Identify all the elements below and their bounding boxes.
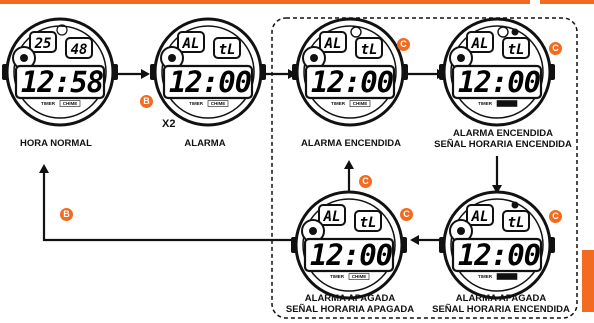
- top-left-display: [466, 204, 494, 226]
- chime-label-box: [496, 273, 518, 280]
- top-right-digits: tL: [508, 42, 525, 58]
- timer-label: TIMER: [330, 274, 345, 279]
- flow-arrows: [39, 69, 502, 245]
- button-c-badge: C: [549, 210, 562, 223]
- chime-label: CHIME: [353, 101, 368, 106]
- main-time-digits: 12:00: [311, 65, 394, 99]
- top-right-display: [65, 37, 93, 59]
- top-accent-bar-right: [540, 0, 594, 4]
- top-left-display: [318, 204, 346, 226]
- main-time-digits: 12:00: [458, 65, 541, 99]
- chime-label-box: [348, 273, 370, 280]
- sub-dial-center: [20, 54, 28, 62]
- main-time-digits: 12:00: [169, 65, 252, 99]
- sub-dial-center: [309, 227, 317, 235]
- top-right-digits: tL: [508, 215, 525, 231]
- chime-label: CHIME: [500, 101, 515, 106]
- main-display: [304, 64, 396, 100]
- main-time-digits: 12:58: [21, 65, 104, 99]
- chime-label: CHIME: [63, 101, 78, 106]
- sub-dial-center: [310, 54, 318, 62]
- chime-label-box: [207, 100, 229, 107]
- chime-icon: [511, 28, 519, 36]
- caption-alarma-encendida: ALARMA ENCENDIDA: [301, 138, 401, 149]
- chime-label-box: [349, 100, 371, 107]
- chime-label: CHIME: [352, 274, 367, 279]
- main-time-digits: 12:00: [458, 238, 541, 272]
- sub-dial-center: [457, 227, 465, 235]
- top-right-display: [502, 37, 530, 59]
- button-c-badge: C: [400, 208, 413, 221]
- top-left-digits: AL: [471, 209, 489, 225]
- alarm-icon: [350, 26, 362, 38]
- timer-label: TIMER: [189, 101, 204, 106]
- timer-label: TIMER: [331, 101, 346, 106]
- timer-label: TIMER: [478, 101, 493, 106]
- button-c-badge: C: [359, 175, 372, 188]
- timer-label: TIMER: [41, 101, 56, 106]
- chime-icon: [511, 201, 519, 209]
- dashed-group-frame: [271, 17, 578, 319]
- caption-hora-normal: HORA NORMAL: [20, 138, 92, 149]
- button-b-badge: B: [60, 208, 73, 221]
- top-left-digits: AL: [182, 36, 200, 52]
- top-right-display: [502, 210, 530, 232]
- button-b-badge: B: [140, 95, 153, 108]
- top-right-digits: 48: [71, 42, 88, 58]
- main-display: [303, 237, 395, 273]
- top-right-display: [354, 210, 382, 232]
- sun-icon: [56, 24, 68, 36]
- top-accent-bar: [0, 0, 530, 4]
- main-display: [162, 64, 254, 100]
- side-accent-tab: [582, 250, 594, 312]
- top-right-display: [213, 37, 241, 59]
- alarm-icon: [497, 26, 509, 38]
- top-left-display: [466, 31, 494, 53]
- top-right-digits: tL: [219, 42, 236, 58]
- timer-label: TIMER: [478, 274, 493, 279]
- top-right-digits: tL: [361, 42, 378, 58]
- chime-label-box: [59, 100, 81, 107]
- chime-label: CHIME: [211, 101, 226, 106]
- top-right-digits: tL: [360, 215, 377, 231]
- repeat-count-label: X2: [162, 118, 176, 130]
- sub-dial-center: [168, 54, 176, 62]
- button-c-badge: C: [397, 38, 410, 51]
- top-left-display: [319, 31, 347, 53]
- button-c-badge: C: [549, 42, 562, 55]
- chime-label: CHIME: [500, 274, 515, 279]
- top-left-digits: AL: [471, 36, 489, 52]
- main-time-digits: 12:00: [310, 238, 393, 272]
- top-left-display: [29, 31, 57, 53]
- chime-label-box: [496, 100, 518, 107]
- main-display: [451, 237, 543, 273]
- main-display: [451, 64, 543, 100]
- top-left-display: [177, 31, 205, 53]
- top-left-digits: AL: [323, 209, 341, 225]
- top-right-display: [355, 37, 383, 59]
- main-display: [14, 64, 106, 100]
- sub-dial-center: [457, 54, 465, 62]
- top-left-digits: 25: [34, 36, 52, 52]
- top-left-digits: AL: [324, 36, 342, 52]
- caption-alarma: ALARMA: [184, 138, 226, 149]
